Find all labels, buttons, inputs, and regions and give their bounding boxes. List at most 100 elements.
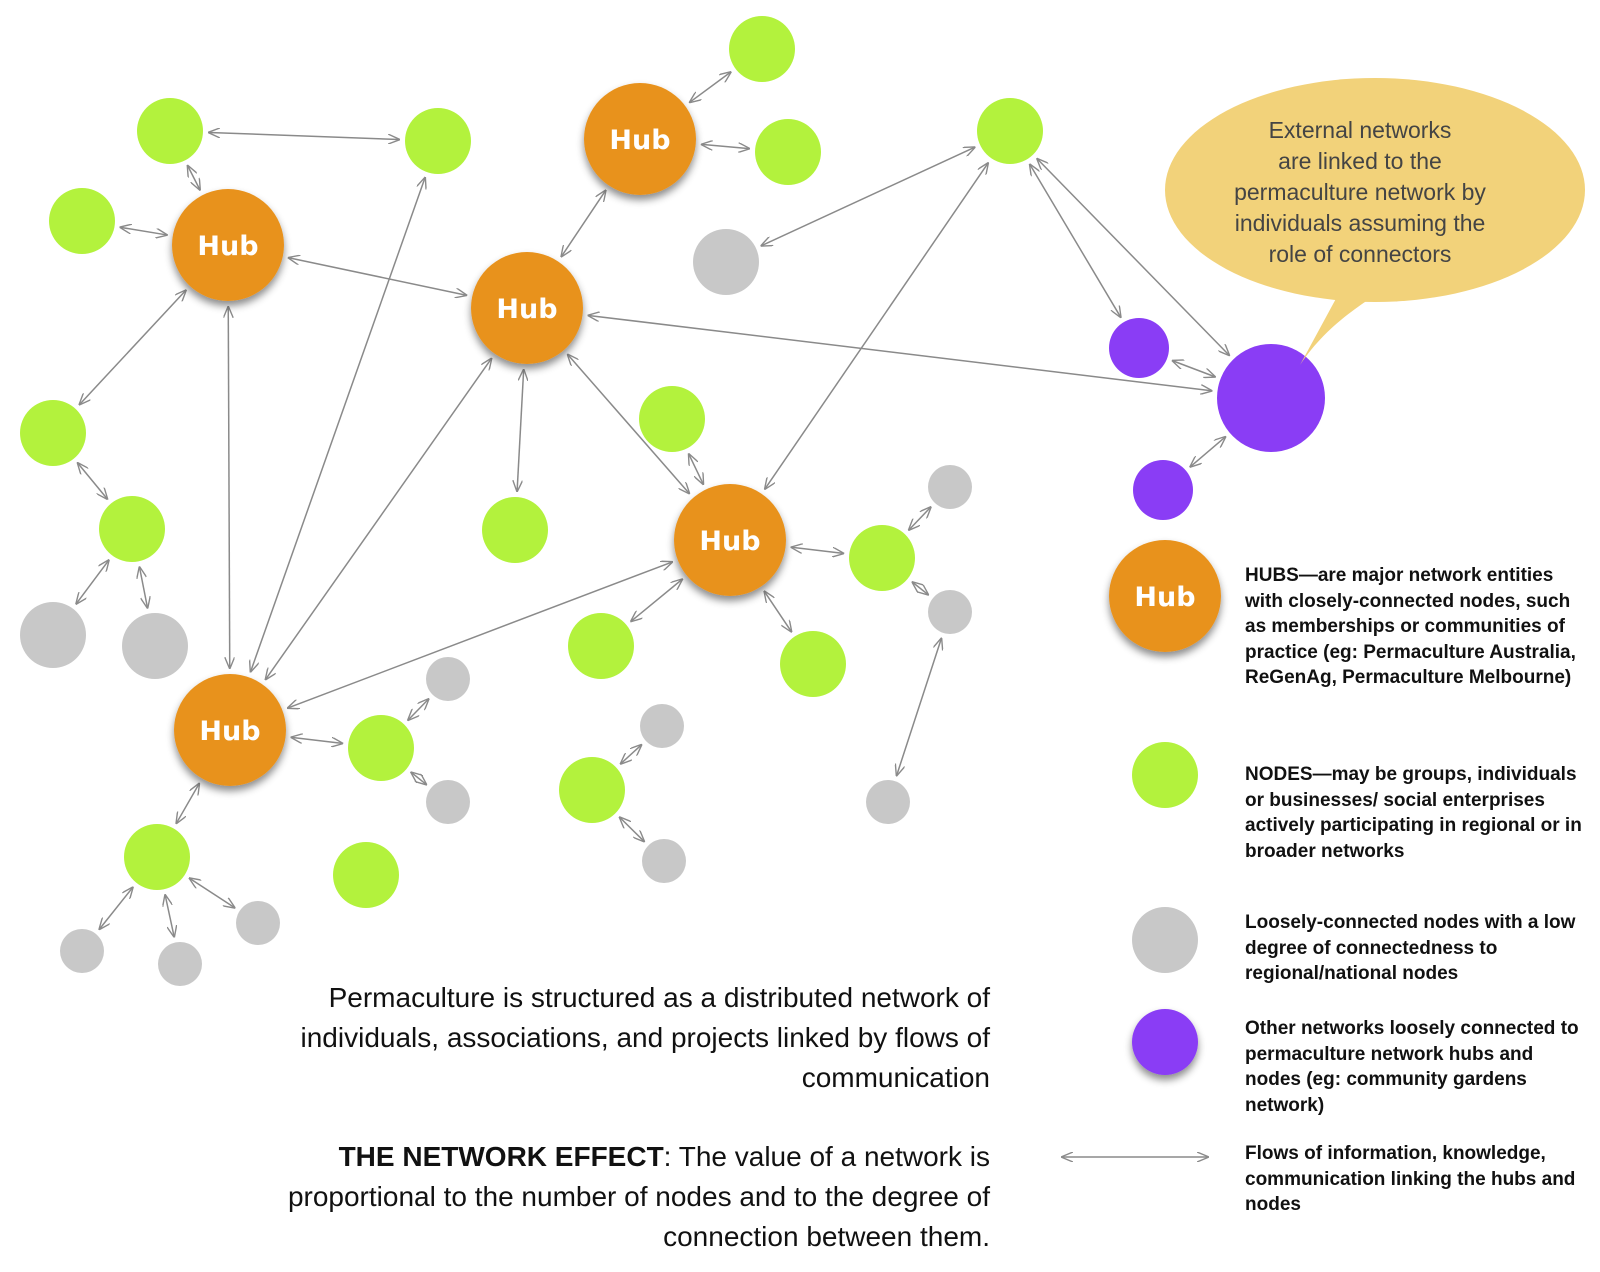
legend-other-text: Other networks loosely connected to perm… — [1245, 1018, 1579, 1116]
flow-arrow — [792, 547, 844, 553]
flow-arrow — [188, 166, 200, 190]
hub-node — [471, 252, 583, 364]
flow-arrow — [1030, 165, 1121, 318]
active-node — [755, 119, 821, 185]
loose-node — [236, 901, 280, 945]
external-network-node — [1217, 344, 1325, 452]
hub-node — [674, 484, 786, 596]
callout-line: individuals assuming the — [1234, 210, 1486, 236]
callout-line: External networks — [1268, 117, 1452, 143]
hub-label: Hub — [496, 294, 557, 325]
flow-arrow — [140, 567, 148, 607]
flow-arrow — [621, 745, 642, 764]
loose-node — [426, 657, 470, 701]
loose-node — [693, 229, 759, 295]
loose-node — [866, 780, 910, 824]
flow-arrow — [288, 562, 672, 708]
flow-arrow — [561, 191, 605, 257]
flow-arrow — [120, 227, 166, 235]
flow-arrow — [631, 579, 682, 621]
flow-arrow — [99, 887, 132, 929]
flow-arrow — [228, 307, 229, 668]
flow-arrow — [913, 582, 929, 594]
flow-arrow — [761, 147, 974, 245]
hub-node — [172, 189, 284, 301]
active-node — [729, 16, 795, 82]
external-network-node — [1133, 460, 1193, 520]
hub-node — [584, 83, 696, 195]
loose-node — [426, 780, 470, 824]
active-node — [977, 98, 1043, 164]
flow-arrow — [1173, 361, 1215, 377]
flow-arrow — [765, 163, 988, 489]
active-node — [348, 715, 414, 781]
flow-arrow — [909, 507, 931, 530]
callout-line: are linked to the — [1278, 148, 1442, 174]
active-node — [780, 631, 846, 697]
loose-node — [640, 704, 684, 748]
flow-arrow — [292, 737, 343, 743]
legend-flow-text: Flows of information, knowledge, communi… — [1245, 1143, 1576, 1215]
active-node — [137, 98, 203, 164]
flow-arrow — [76, 560, 108, 603]
flow-arrow — [408, 699, 428, 720]
flow-arrow — [689, 454, 703, 484]
legend-hub-text: HUBS—are major network entities with clo… — [1245, 565, 1576, 688]
structure-caption: Permaculture is structured as a distribu… — [300, 982, 990, 1093]
callout-line: permaculture network by — [1234, 179, 1486, 205]
network-effect-text: : The value of a network is proportional… — [287, 1141, 990, 1252]
active-node — [49, 188, 115, 254]
hub-label: Hub — [1134, 582, 1195, 613]
legend-loose-marker — [1132, 907, 1198, 973]
active-node — [568, 613, 634, 679]
hub-node — [174, 674, 286, 786]
active-node — [333, 842, 399, 908]
flow-arrow — [289, 258, 467, 295]
loose-node — [60, 929, 104, 973]
flow-arrow — [209, 132, 399, 139]
flow-links — [76, 72, 1229, 936]
flow-arrow — [1190, 437, 1225, 467]
flow-arrow — [78, 463, 107, 499]
active-node — [849, 525, 915, 591]
legend-node-marker — [1132, 742, 1198, 808]
active-node — [405, 108, 471, 174]
flow-arrow — [690, 72, 731, 102]
hub-label: Hub — [699, 526, 760, 557]
speech-bubble — [1165, 78, 1585, 365]
flow-arrow — [620, 817, 644, 841]
hub-label: Hub — [609, 125, 670, 156]
loose-node — [158, 942, 202, 986]
active-node — [559, 757, 625, 823]
flow-arrow — [411, 772, 426, 784]
flow-arrow — [266, 359, 492, 680]
active-node — [639, 386, 705, 452]
network-effect-title: THE NETWORK EFFECT — [338, 1141, 664, 1172]
flow-arrow — [190, 878, 235, 907]
loose-node — [20, 602, 86, 668]
active-node — [20, 400, 86, 466]
legend-markers: Hub — [1062, 540, 1221, 1157]
external-network-node — [1109, 318, 1169, 378]
callout-line: role of connectors — [1268, 241, 1452, 267]
loose-node — [122, 613, 188, 679]
active-node — [482, 497, 548, 563]
network-effect-caption: THE NETWORK EFFECT: The value of a netwo… — [230, 1137, 990, 1257]
active-node — [124, 824, 190, 890]
loose-node — [928, 590, 972, 634]
legend-other-marker — [1132, 1009, 1198, 1075]
legend-loose-text: Loosely-connected nodes with a low degre… — [1245, 912, 1576, 984]
flow-arrow — [1037, 159, 1229, 355]
callout-text: External networks are linked to the perm… — [1210, 115, 1510, 270]
hub-label: Hub — [197, 231, 258, 262]
active-node — [99, 496, 165, 562]
flow-arrow — [764, 592, 791, 632]
flow-arrow — [702, 144, 749, 148]
flow-arrow — [517, 370, 524, 491]
flow-arrow — [165, 895, 174, 936]
flow-arrow — [897, 639, 942, 776]
hub-label: Hub — [199, 716, 260, 747]
loose-node — [928, 465, 972, 509]
